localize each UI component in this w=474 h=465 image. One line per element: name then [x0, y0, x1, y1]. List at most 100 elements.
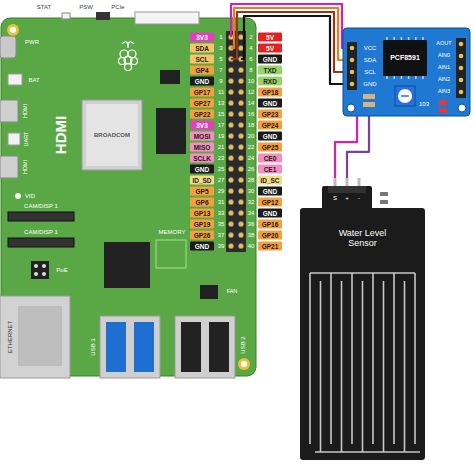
module-pin-label: 103	[419, 101, 429, 107]
header-pin	[459, 42, 464, 47]
gpio-pin-name: SCLK	[190, 154, 214, 163]
small-chip	[160, 70, 180, 84]
board-label: MEMORY	[159, 229, 186, 235]
gpio-pin-name: GND	[258, 209, 282, 218]
usb3-tongue	[106, 322, 126, 372]
pin-number: 34	[248, 210, 255, 216]
pin-housing	[328, 186, 366, 193]
header-pin	[350, 58, 355, 63]
sense-trace	[341, 281, 343, 452]
pin-number: 26	[248, 166, 255, 172]
header-pin	[350, 70, 355, 75]
module-pin-label: AOUT	[436, 41, 451, 47]
gpio-pin-name: GP20	[258, 231, 282, 240]
soc-lid	[86, 104, 138, 166]
jumper-wire	[347, 116, 369, 178]
gpio-pin-name: GP21	[258, 242, 282, 251]
gpio-pin-name: GP5	[190, 187, 214, 196]
mount-hole	[458, 104, 466, 112]
gpio-pin-name: GND	[190, 242, 214, 251]
gpio-pin-name: ID_SD	[190, 176, 214, 185]
module-pin-label: AIN1	[438, 65, 450, 71]
header-pin	[350, 82, 355, 87]
vid-pad	[15, 193, 21, 199]
sense-trace	[330, 273, 332, 444]
resistor	[380, 192, 388, 196]
module-pin-label: SDA	[364, 57, 376, 63]
poe-pin	[42, 272, 46, 276]
pin-number: 33	[218, 210, 225, 216]
pin-number: 38	[248, 232, 255, 238]
pin-number: 5	[219, 56, 222, 62]
pin-number: 3	[219, 45, 222, 51]
trace-bus	[310, 272, 415, 274]
sense-trace	[372, 273, 374, 444]
pin-number: 13	[218, 100, 225, 106]
led	[439, 100, 447, 105]
board-label: BAT	[28, 77, 39, 83]
gpio-pin-name: CE0	[258, 154, 282, 163]
water-level-sensor: Water Level Sensor	[300, 178, 425, 460]
gpio-pin-name: GP22	[190, 110, 214, 119]
logo-leaf	[122, 42, 134, 48]
logo-berry	[125, 64, 132, 71]
raspberry-logo	[119, 42, 138, 71]
gpio-pin-name: GP13	[190, 209, 214, 218]
gpio-pin-name: 3V3	[190, 33, 214, 42]
sensor-shape	[300, 178, 425, 460]
gpio-pin-name: 5V	[258, 33, 282, 42]
board-label: HDMI	[53, 116, 68, 154]
board-label: CAM/DISP 1	[24, 229, 58, 235]
chip-label: PCF8591	[390, 54, 420, 62]
board-label: FAN	[227, 289, 238, 295]
fan-connector	[200, 285, 218, 299]
gpio-pin-name: GND	[258, 99, 282, 108]
hdmi-port	[0, 100, 18, 122]
gpio-pin-name: GP23	[258, 110, 282, 119]
gpio-pin-name: GP25	[258, 143, 282, 152]
gpio-pin-name: 3V3	[190, 121, 214, 130]
board-label: UART	[24, 132, 30, 147]
poe-pin	[42, 264, 46, 268]
pin-number: 22	[248, 144, 255, 150]
resistor	[380, 200, 388, 204]
pin-number: 28	[248, 177, 255, 183]
pin-number: 32	[248, 199, 255, 205]
pin-number: 31	[218, 199, 225, 205]
power-switch	[96, 12, 110, 20]
ethernet-jack	[0, 296, 70, 378]
resistor	[363, 102, 375, 107]
usb2-tongue	[209, 322, 229, 372]
gpio-header	[226, 31, 246, 252]
poe-pin	[34, 264, 38, 268]
pin-number: 7	[219, 67, 222, 73]
gpio-pin-name: GP4	[190, 66, 214, 75]
usb-c-port	[0, 36, 16, 58]
gpio-pin-name: MOSI	[190, 132, 214, 141]
gpio-pin-name: SCL	[190, 55, 214, 64]
module-pin-label: SCL	[364, 69, 376, 75]
pin-number: 14	[248, 100, 255, 106]
wire-gnd	[241, 16, 352, 84]
pin-number: 8	[249, 67, 252, 73]
sense-trace	[404, 281, 406, 452]
sensor-pin-label: -	[358, 195, 360, 201]
gpio-pin-name: ID_SC	[258, 176, 282, 185]
gpio-pin-name: MISO	[190, 143, 214, 152]
gpio-pin-name: GND	[190, 165, 214, 174]
pin-number: 18	[248, 122, 255, 128]
board-label: PCIe	[111, 4, 124, 10]
board-label: USB 3	[90, 338, 96, 355]
pin-number: 4	[249, 45, 252, 51]
sense-trace	[383, 281, 385, 452]
board-label: BROADCOM	[94, 132, 130, 138]
gpio-pin-name: CE1	[258, 165, 282, 174]
gpio-pin-name: 5V	[258, 44, 282, 53]
soc-chip	[82, 100, 142, 170]
wire-scl	[231, 12, 352, 72]
mount-hole	[10, 27, 16, 33]
gpio-pin-name: TXD	[258, 66, 282, 75]
potentiometer	[395, 86, 415, 106]
mount-hole	[241, 361, 247, 367]
usb2-tongue	[181, 322, 201, 372]
